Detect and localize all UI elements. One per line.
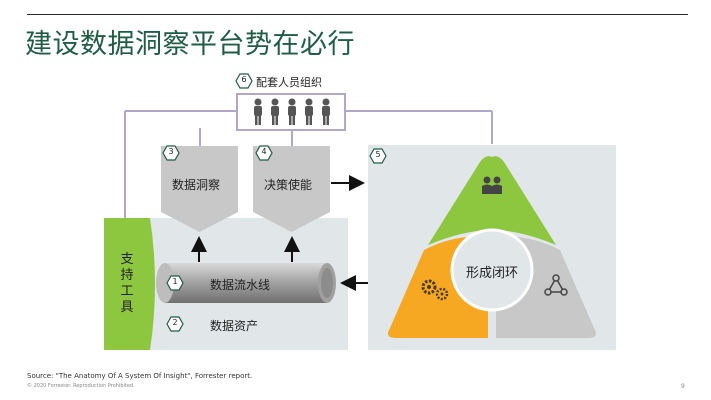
closed-loop-label: 形成闭环 [466, 266, 519, 281]
support-people-label: 配套人员组织 [256, 76, 322, 89]
closed-loop-center [450, 228, 534, 312]
assets-label: 数据资产 [210, 319, 259, 333]
support-tools-label: 支 持 工 具 [118, 252, 136, 316]
person-icon [322, 98, 330, 125]
page-number: 9 [681, 383, 685, 390]
person-icon [271, 98, 279, 125]
badge-number-3: 3 [168, 147, 174, 156]
badge-number-5: 5 [375, 150, 381, 159]
support-tools-char: 具 [120, 300, 134, 315]
gears-icon [421, 279, 449, 301]
data-insight-label: 数据洞察 [172, 178, 221, 192]
person-icon [254, 98, 262, 125]
person-icons [254, 98, 330, 125]
hex-badge-6 [235, 73, 253, 89]
page-title: 建设数据洞察平台势在必行 [25, 29, 355, 60]
person-icon [305, 98, 313, 125]
badge-number-2: 2 [172, 318, 178, 327]
hex-badge-4 [255, 145, 273, 161]
hex-badge-2 [166, 316, 184, 332]
source-note: Source: "The Anatomy Of A System Of Insi… [27, 372, 253, 380]
support-tools-char: 持 [120, 268, 134, 283]
hex-badge-5 [369, 148, 387, 164]
support-tools-char: 工 [120, 284, 134, 299]
decision-label: 决策使能 [264, 178, 313, 192]
badge-number-6: 6 [241, 75, 247, 84]
handshake-icon [482, 176, 502, 194]
badge-number-1: 1 [172, 277, 178, 286]
hex-badge-3 [162, 145, 180, 161]
pipeline-label: 数据流水线 [210, 278, 271, 292]
title-divider [27, 14, 688, 15]
support-tools-band [104, 218, 155, 350]
decision-box [253, 146, 330, 232]
connector-lines [124, 110, 493, 218]
data-insight-box [161, 146, 238, 232]
network-icon [544, 274, 568, 296]
copyright: © 2020 Forrester. Reproduction Prohibite… [27, 383, 135, 389]
badge-number-4: 4 [261, 147, 267, 156]
person-icon [288, 98, 296, 125]
hex-badge-1 [166, 275, 184, 291]
support-tools-char: 支 [120, 252, 134, 267]
data-pipeline-cylinder [156, 263, 336, 303]
triangle-top-segment [428, 156, 556, 245]
